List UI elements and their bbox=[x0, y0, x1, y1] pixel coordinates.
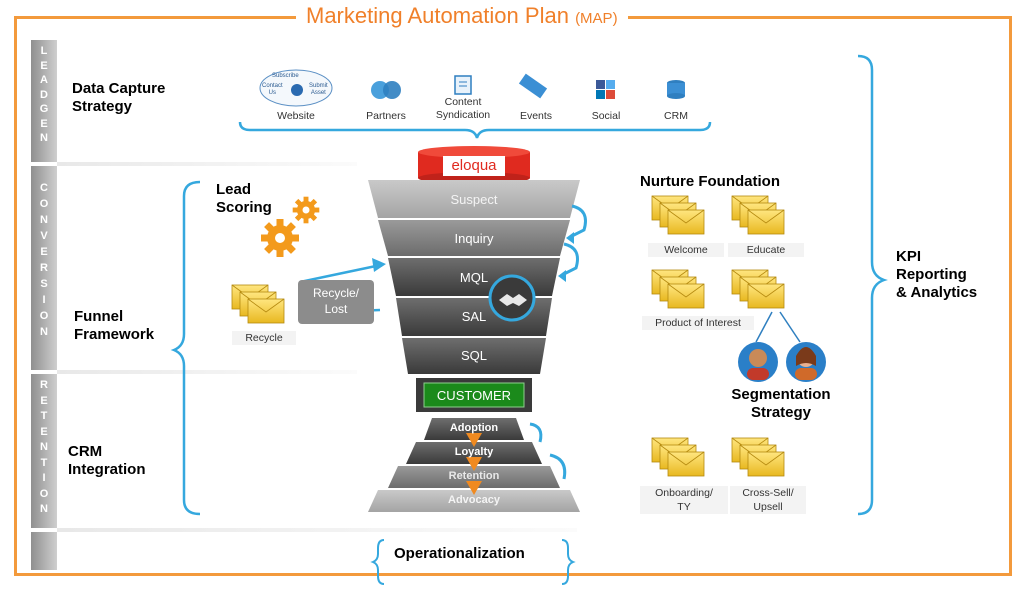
source-label-partners: Partners bbox=[366, 110, 406, 122]
stage-divider bbox=[57, 528, 577, 532]
source-label-crm: CRM bbox=[664, 110, 688, 122]
source-brace bbox=[238, 121, 712, 139]
loop-arrowheads bbox=[558, 232, 574, 282]
source-label-content-syndication: Content Syndication bbox=[435, 96, 491, 121]
funnel-label-mql: MQL bbox=[459, 270, 489, 285]
retention-label-advocacy: Advocacy bbox=[448, 494, 500, 506]
partners-icon bbox=[371, 81, 401, 99]
stage-divider bbox=[57, 370, 357, 374]
recycle-lost-label: Recycle/ Lost bbox=[312, 286, 359, 316]
welcome-envelope-icon bbox=[652, 196, 704, 234]
nurture-item-educate: Educate bbox=[728, 243, 804, 257]
events-icon bbox=[518, 73, 548, 99]
segment-envelope-icon bbox=[732, 270, 784, 308]
segmentation-strategy-label: Segmentation Strategy bbox=[731, 386, 831, 421]
handshake-icon bbox=[488, 274, 536, 322]
stage-bar-conversion bbox=[31, 166, 57, 370]
operationalization-label: Operationalization bbox=[394, 545, 525, 562]
retention-arrows bbox=[466, 433, 482, 495]
website-icon bbox=[259, 69, 333, 107]
nurture-item-product-of-interest: Product of Interest bbox=[642, 316, 754, 330]
nurture-foundation-title: Nurture Foundation bbox=[640, 173, 780, 190]
social-icon bbox=[596, 80, 615, 99]
crm-database-icon bbox=[667, 80, 685, 99]
male-persona-avatar bbox=[738, 342, 778, 382]
funnel-stage-sql bbox=[402, 338, 546, 374]
retention-stage-retention bbox=[388, 466, 560, 488]
stage-bar-retention bbox=[31, 374, 57, 528]
content-syndication-icon bbox=[454, 75, 472, 95]
retention-stage-loyalty bbox=[406, 442, 542, 464]
gear-icon bbox=[261, 219, 299, 257]
post-sale-cross-sell: Cross-Sell/ Upsell bbox=[730, 486, 806, 514]
lead-scoring-label: Lead Scoring bbox=[216, 181, 272, 216]
customer-label: CUSTOMER bbox=[436, 388, 512, 403]
title-bar: Marketing Automation Plan (MAP) bbox=[0, 0, 1024, 33]
stage-bar-leadgen bbox=[31, 40, 57, 162]
left-brace bbox=[170, 180, 201, 516]
segment-connector bbox=[779, 311, 801, 343]
funnel-framework-label: Funnel Framework bbox=[74, 308, 155, 343]
retention-stage-adoption bbox=[424, 418, 524, 440]
eloqua-brand-text: eloqua bbox=[451, 157, 497, 174]
funnel-label-inquiry: Inquiry bbox=[454, 231, 494, 246]
stage-loop-arrows bbox=[529, 204, 587, 480]
crosssell-envelope-icon bbox=[732, 438, 784, 476]
recycle-lost-box bbox=[298, 280, 374, 324]
post-sale-onboarding: Onboarding/ TY bbox=[640, 486, 728, 514]
website-subscribe-text: Subscribe bbox=[272, 73, 299, 79]
source-label-social: Social bbox=[591, 110, 621, 122]
product-envelope-icon bbox=[652, 270, 704, 308]
customer-box bbox=[423, 382, 525, 408]
source-label-website: Website bbox=[277, 110, 315, 122]
funnel-label-sql: SQL bbox=[460, 348, 487, 363]
recycle-envelope-icon bbox=[232, 285, 284, 323]
funnel-stage-inquiry bbox=[378, 220, 570, 256]
retention-stage-advocacy bbox=[368, 490, 580, 512]
website-contact-text: Contact Us bbox=[262, 83, 283, 96]
retention-label-retention: Retention bbox=[448, 470, 500, 482]
page-title: Marketing Automation Plan (MAP) bbox=[296, 2, 628, 33]
segment-connector bbox=[755, 311, 773, 343]
stage-bar-operations bbox=[31, 532, 57, 570]
retention-label-loyalty: Loyalty bbox=[454, 446, 494, 458]
funnel-label-sal: SAL bbox=[461, 309, 487, 324]
source-label-events: Events bbox=[519, 110, 553, 122]
crm-integration-label: CRM Integration bbox=[68, 443, 146, 478]
educate-envelope-icon bbox=[732, 196, 784, 234]
operationalization-brace-left bbox=[370, 539, 385, 585]
onboarding-envelope-icon bbox=[652, 438, 704, 476]
data-capture-strategy-label: Data Capture Strategy bbox=[72, 80, 166, 115]
funnel-label-suspect: Suspect bbox=[450, 192, 498, 207]
operationalization-brace-right bbox=[561, 539, 576, 585]
kpi-reporting-label: KPI Reporting & Analytics bbox=[896, 248, 978, 301]
gear-icon bbox=[292, 196, 320, 224]
nurture-item-welcome: Welcome bbox=[648, 243, 724, 257]
funnel-stage-suspect bbox=[368, 180, 580, 218]
kpi-brace bbox=[857, 54, 888, 516]
recycle-arrowhead bbox=[372, 258, 386, 272]
female-persona-avatar bbox=[786, 342, 826, 382]
recycle-caption: Recycle bbox=[232, 331, 296, 345]
website-submit-text: Submit Asset bbox=[309, 83, 328, 96]
retention-label-adoption: Adoption bbox=[449, 422, 499, 434]
stage-divider bbox=[57, 162, 357, 166]
